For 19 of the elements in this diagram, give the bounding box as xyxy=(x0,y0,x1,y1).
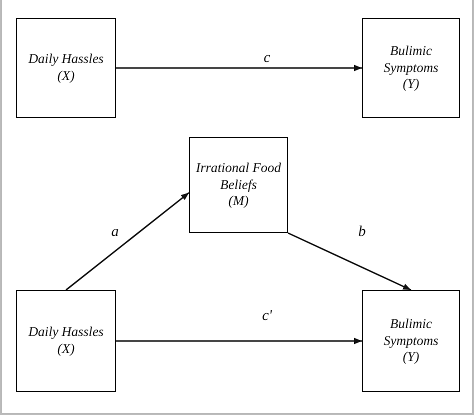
variable-label: (Y) xyxy=(402,76,420,94)
arrow xyxy=(116,338,362,344)
variable-label: Daily Hassles xyxy=(28,51,104,68)
variable-box xyxy=(362,290,460,392)
variable-label: (X) xyxy=(57,68,75,85)
variable-box xyxy=(362,18,460,118)
arrow xyxy=(116,64,362,72)
variable-box xyxy=(189,137,288,233)
variable-label: Bulimic Symptoms xyxy=(382,316,440,350)
arrow xyxy=(288,232,412,291)
variable-label: (X) xyxy=(57,341,75,358)
variable-box xyxy=(16,290,116,392)
variable-label: (M) xyxy=(228,193,249,210)
arrow xyxy=(66,192,190,291)
variable-label: Bulimic Symptoms xyxy=(382,42,440,76)
variable-box xyxy=(16,18,116,118)
variable-label: (Y) xyxy=(402,349,420,366)
variable-label: Daily Hassles xyxy=(28,324,104,341)
variable-label: Irrational Food Beliefs xyxy=(194,160,282,194)
